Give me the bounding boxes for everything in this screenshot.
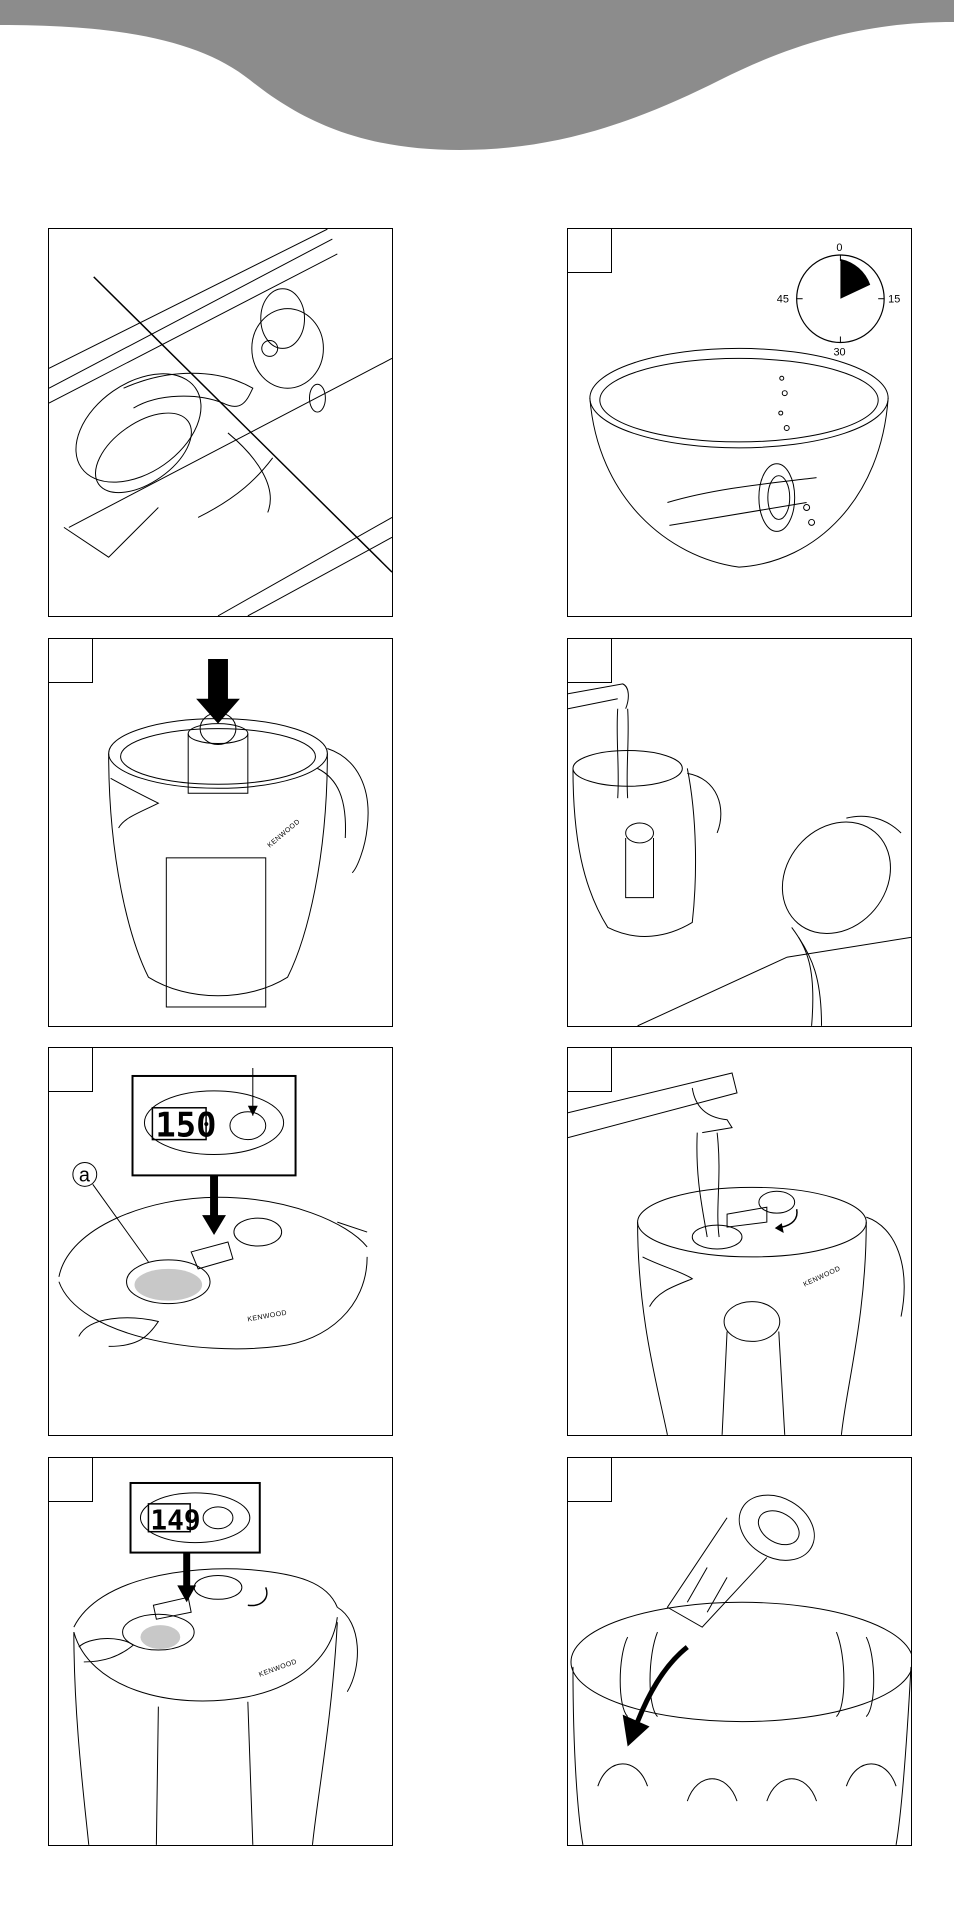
step-number-box bbox=[49, 1048, 93, 1092]
illustration-set-counter: 149 KENWOOD bbox=[48, 1457, 393, 1846]
lcd-counter-value: 150 bbox=[155, 1106, 216, 1145]
brand-mark: KENWOOD bbox=[247, 1310, 288, 1324]
step-number-box bbox=[49, 1458, 93, 1502]
illustration-first-fill-discard bbox=[567, 638, 912, 1027]
lcd-counter-value: 149 bbox=[150, 1504, 200, 1537]
timer-label-15: 15 bbox=[888, 294, 900, 306]
illustration-rinse-no-dishwasher bbox=[48, 228, 393, 617]
illustration-insert-cartridge: KENWOOD bbox=[48, 638, 393, 1027]
illustration-soak-cartridge: 0 15 30 45 bbox=[567, 228, 912, 617]
step-number-box bbox=[568, 1048, 612, 1092]
brand-mark: KENWOOD bbox=[258, 1658, 298, 1678]
step-number-box bbox=[568, 639, 612, 683]
step-number-box bbox=[568, 1458, 612, 1502]
callout-letter-a: a bbox=[79, 1164, 91, 1186]
brand-mark: KENWOOD bbox=[803, 1265, 842, 1288]
illustration-dispose-cartridge bbox=[567, 1457, 912, 1846]
timer-label-45: 45 bbox=[777, 294, 789, 306]
header-wave-banner bbox=[0, 0, 954, 160]
timer-label-30: 30 bbox=[833, 346, 845, 358]
illustration-lid-indicator: 150 a KENWOOD bbox=[48, 1047, 393, 1436]
timer-label-0: 0 bbox=[836, 242, 842, 254]
step-number-box bbox=[568, 229, 612, 273]
illustration-fill-under-tap: KENWOOD bbox=[567, 1047, 912, 1436]
step-number-box bbox=[49, 639, 93, 683]
brand-mark: KENWOOD bbox=[266, 818, 301, 849]
